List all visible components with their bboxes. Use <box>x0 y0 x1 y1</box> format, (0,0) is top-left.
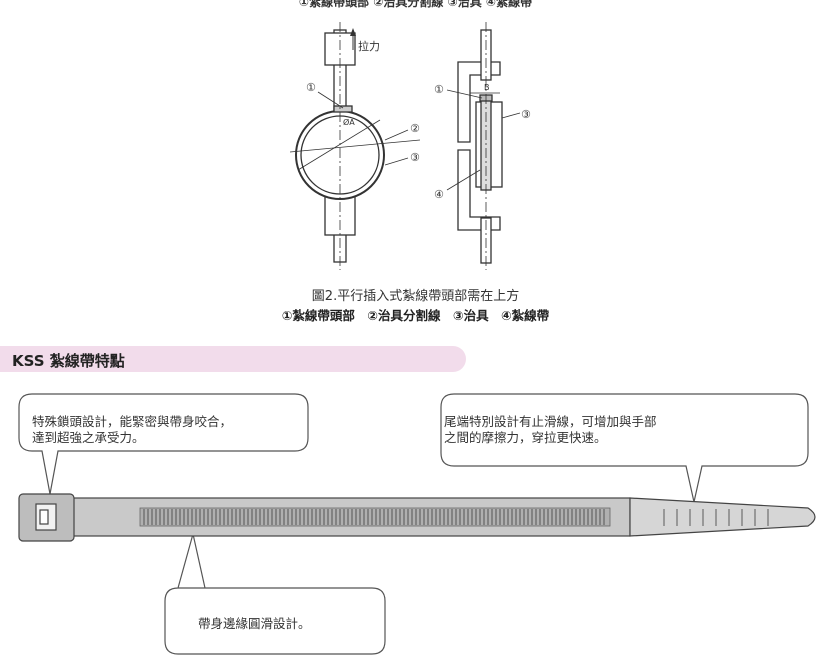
marker-3-right: ③ <box>521 108 531 121</box>
marker-2-left: ② <box>410 122 420 135</box>
marker-3-left: ③ <box>410 151 420 164</box>
callout-body-text: 帶身邊緣圓滑設計。 <box>198 616 311 631</box>
tie-head <box>333 105 353 113</box>
marker-1-left: ① <box>306 81 316 94</box>
callout-body-bubble <box>164 533 386 655</box>
callout-head-bubble <box>18 393 309 495</box>
marker-4-right: ④ <box>434 188 444 201</box>
section-banner: KSS 紮線帶特點 <box>0 346 466 372</box>
test-fixture-diagram: 拉力 ØA B ① ② ③ ① ③ ④ <box>289 22 531 270</box>
figure-top-caption: ①紮線帶頭部 ②治具分割線 ③治具 ④紮線帶 <box>298 0 533 9</box>
section-title: KSS 紮線帶特點 <box>12 352 125 370</box>
tie-tail <box>629 497 816 537</box>
callout-head-text: 特殊鎖頭設計，能緊密與帶身咬合， 達到超強之承受力。 <box>32 414 232 446</box>
callout-head-line1: 特殊鎖頭設計，能緊密與帶身咬合， <box>32 414 233 429</box>
callout-tail-bubble <box>440 393 809 503</box>
callout-tail-text: 尾端特別設計有止滑線，可增加與手部 之間的摩擦力，穿拉更快速。 <box>444 414 657 446</box>
right-fixture-top <box>457 61 501 143</box>
tail-grip-lines <box>663 509 769 526</box>
pull-label: 拉力 <box>358 39 380 53</box>
dim-a-label: ØA <box>343 117 355 127</box>
callout-head-line2: 達到超強之承受力。 <box>32 430 145 445</box>
marker-1-right: ① <box>434 83 444 96</box>
figure-legend: ①紮線帶頭部 ②治具分割線 ③治具 ④紮線帶 <box>281 308 550 323</box>
dim-b-label: B <box>484 83 490 92</box>
cable-tie-illustration <box>18 393 816 655</box>
figure-caption: 圖2.平行插入式紮線帶頭部需在上方 <box>311 289 520 304</box>
right-fixture-bottom <box>457 149 501 231</box>
tie-teeth <box>143 509 605 525</box>
callout-tail-line1: 尾端特別設計有止滑線，可增加與手部 <box>444 414 657 429</box>
callout-tail-line2: 之間的摩擦力，穿拉更快速。 <box>444 430 607 445</box>
